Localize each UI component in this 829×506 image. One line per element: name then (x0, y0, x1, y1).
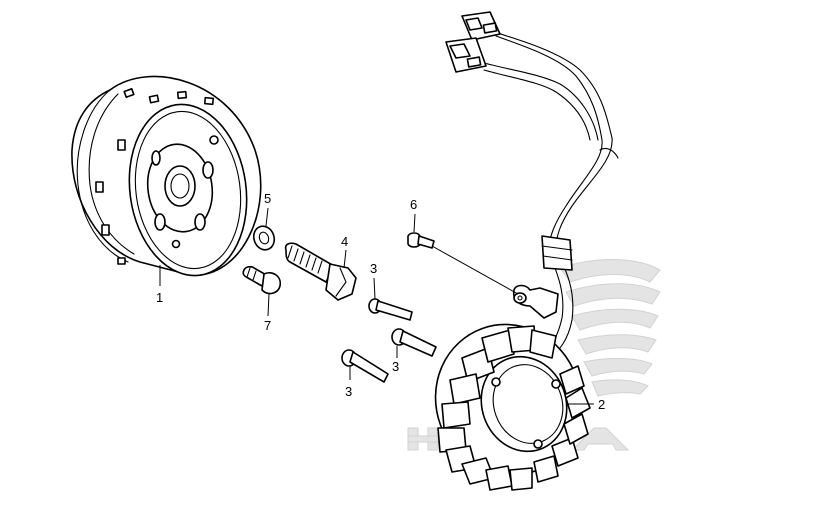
connector-1 (461, 11, 501, 41)
stator-coils (437, 325, 591, 491)
rotor-slots (95, 88, 215, 265)
callout-3-upper: 3 (370, 261, 377, 276)
connector-2 (445, 37, 487, 73)
callout-4: 4 (341, 234, 348, 249)
callout-3-middle: 3 (392, 359, 399, 374)
flywheel-bolt (284, 242, 357, 301)
clamp-bolt (407, 232, 435, 249)
wire-clamp (512, 284, 559, 319)
callout-5: 5 (264, 191, 271, 206)
leader-lines (159, 207, 594, 405)
callout-2: 2 (598, 397, 605, 412)
stator-core (434, 323, 591, 491)
callout-3-lower: 3 (345, 384, 352, 399)
stator-bolt-3 (341, 349, 389, 383)
flywheel-rotor (71, 75, 262, 277)
stator-assembly (434, 11, 619, 491)
stator-bolt-1 (368, 298, 413, 321)
callout-7: 7 (264, 318, 271, 333)
small-bolt (242, 265, 282, 295)
washer (252, 225, 276, 251)
callout-6: 6 (410, 197, 417, 212)
callout-labels: 1 2 3 3 3 4 5 6 7 (156, 191, 605, 412)
wing-logo-watermark (559, 259, 661, 397)
stator-bolt-2 (391, 328, 437, 357)
callout-1: 1 (156, 290, 163, 305)
